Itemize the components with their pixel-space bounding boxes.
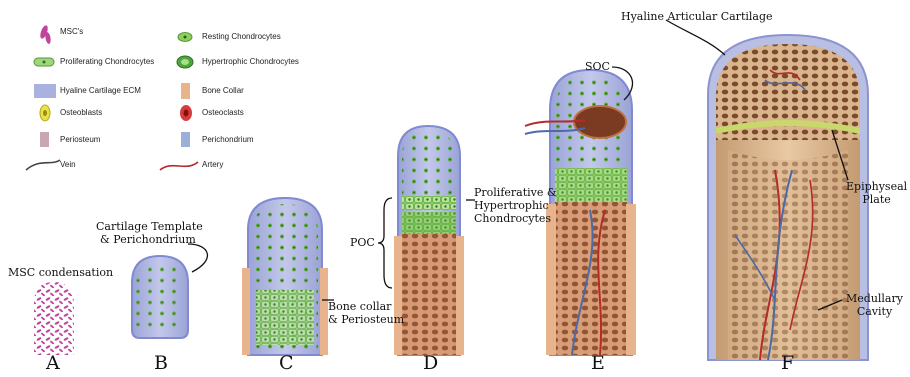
label-line: Chondrocytes bbox=[474, 212, 557, 225]
legend-label: Hypertrophic Chondrocytes bbox=[202, 57, 299, 66]
hypertrophic-chondrocytes-icon bbox=[177, 56, 193, 68]
legend-proliferating: Proliferating Chondrocytes bbox=[60, 57, 154, 66]
legend-periosteum: Periosteum bbox=[60, 135, 100, 144]
legend-perichondrium: Perichondrium bbox=[202, 135, 254, 144]
legend-label: MSC's bbox=[60, 27, 83, 36]
legend-label: Osteoblasts bbox=[60, 108, 102, 117]
stage-letter-e: E bbox=[591, 352, 605, 374]
legend-label: Perichondrium bbox=[202, 135, 254, 144]
legend-resting: Resting Chondrocytes bbox=[202, 32, 281, 41]
label-line: Hypertrophic bbox=[474, 199, 557, 212]
soc-cavity bbox=[574, 106, 626, 138]
hyaline-arrow bbox=[666, 20, 725, 55]
label-line: Epiphyseal bbox=[846, 180, 907, 193]
legend-osteoblasts: Osteoblasts bbox=[60, 108, 102, 117]
cartilage-template-arrow bbox=[188, 244, 207, 272]
label-line: Cavity bbox=[846, 305, 903, 318]
stage-letter-b: B bbox=[154, 352, 168, 374]
label-line: Plate bbox=[846, 193, 907, 206]
legend-msc: MSC's bbox=[60, 27, 83, 36]
proliferating-chondrocytes-icon bbox=[34, 58, 54, 66]
msc-icon bbox=[39, 24, 52, 44]
osteoclast-icon bbox=[180, 105, 192, 121]
label-msc-condensation: MSC condensation bbox=[8, 266, 113, 279]
legend-artery: Artery bbox=[202, 160, 223, 169]
stage-f-mature-bone bbox=[708, 35, 868, 360]
hyaline-ecm-icon bbox=[34, 84, 56, 98]
label-bone-collar: Bone collar & Periosteum bbox=[328, 300, 404, 326]
legend-label: Artery bbox=[202, 160, 223, 169]
label-line: & Periosteum bbox=[328, 313, 404, 326]
stage-letter-c: C bbox=[279, 352, 294, 374]
legend-vein: Vein bbox=[60, 160, 76, 169]
label-line: Proliferative & bbox=[474, 186, 557, 199]
label-medullary: Medullary Cavity bbox=[846, 292, 903, 318]
osteoblast-icon bbox=[40, 105, 50, 121]
perichondrium-icon bbox=[181, 132, 190, 147]
label-soc: SOC bbox=[585, 60, 610, 73]
label-epiphyseal: Epiphyseal Plate bbox=[846, 180, 907, 206]
legend-label: Resting Chondrocytes bbox=[202, 32, 281, 41]
label-hyaline: Hyaline Articular Cartilage bbox=[621, 10, 773, 23]
stage-c-bone-collar bbox=[242, 198, 328, 355]
legend-bone-collar: Bone Collar bbox=[202, 86, 244, 95]
label-line: Cartilage Template bbox=[96, 220, 203, 233]
artery-icon bbox=[160, 162, 198, 170]
legend-label: Hyaline Cartilage ECM bbox=[60, 86, 141, 95]
msc-condensation-shape bbox=[34, 282, 74, 355]
vein-icon bbox=[26, 160, 60, 170]
stage-letter-a: A bbox=[46, 352, 60, 374]
legend-hyaline: Hyaline Cartilage ECM bbox=[60, 86, 141, 95]
legend-label: Periosteum bbox=[60, 135, 100, 144]
legend-label: Osteoclasts bbox=[202, 108, 244, 117]
stage-letter-d: D bbox=[423, 352, 438, 374]
stage-letter-f: F bbox=[781, 352, 794, 374]
label-poc: POC bbox=[350, 236, 375, 249]
legend-label: Vein bbox=[60, 160, 76, 169]
legend-osteoclasts: Osteoclasts bbox=[202, 108, 244, 117]
periosteum-icon bbox=[40, 132, 49, 147]
label-line: Bone collar bbox=[328, 300, 404, 313]
stage-d-poc bbox=[394, 126, 464, 355]
legend-icons bbox=[26, 24, 198, 170]
bone-collar-icon bbox=[181, 83, 190, 99]
label-line: Medullary bbox=[846, 292, 903, 305]
label-line: & Perichondrium bbox=[96, 233, 203, 246]
poc-bracket bbox=[378, 198, 392, 288]
legend-label: Bone Collar bbox=[202, 86, 244, 95]
legend-hypertrophic: Hypertrophic Chondrocytes bbox=[202, 57, 299, 66]
label-proliferative: Proliferative & Hypertrophic Chondrocyte… bbox=[474, 186, 557, 225]
label-cartilage-template: Cartilage Template & Perichondrium bbox=[96, 220, 203, 246]
legend-label: Proliferating Chondrocytes bbox=[60, 57, 154, 66]
stage-b-cartilage bbox=[132, 256, 188, 338]
resting-chondrocytes-icon bbox=[178, 33, 192, 42]
